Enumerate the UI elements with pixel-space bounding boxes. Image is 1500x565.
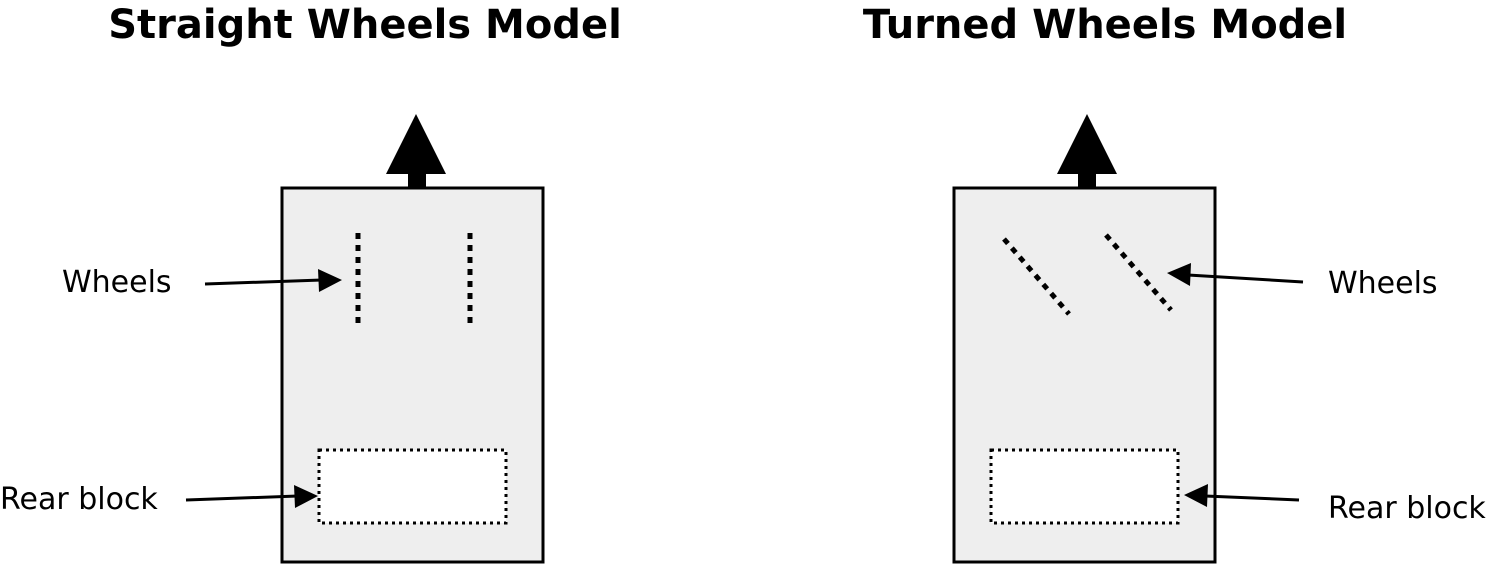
left-model-title: Straight Wheels Model — [108, 2, 622, 48]
left-wheels-label: Wheels — [62, 265, 172, 300]
left-rear-block — [317, 448, 508, 525]
right-rear-block — [989, 448, 1180, 525]
left-wheels-pointer-arrow — [204, 269, 342, 292]
right-model: Turned Wheels Model Wheels Rear block — [863, 2, 1486, 564]
right-direction-arrow — [1057, 114, 1117, 190]
left-direction-arrow — [386, 114, 446, 190]
right-wheels-pointer-arrow — [1167, 263, 1304, 286]
right-rear-pointer-arrow — [1184, 484, 1300, 507]
right-wheel-right — [1104, 233, 1173, 312]
left-rear-pointer-arrow — [185, 485, 318, 508]
right-wheels-label: Wheels — [1328, 266, 1438, 301]
left-model: Straight Wheels Model Wheels Rear block — [0, 2, 622, 564]
right-model-title: Turned Wheels Model — [863, 2, 1347, 48]
right-rear-label: Rear block — [1328, 491, 1486, 526]
right-wheel-left — [1002, 237, 1071, 316]
left-rear-label: Rear block — [0, 482, 158, 517]
